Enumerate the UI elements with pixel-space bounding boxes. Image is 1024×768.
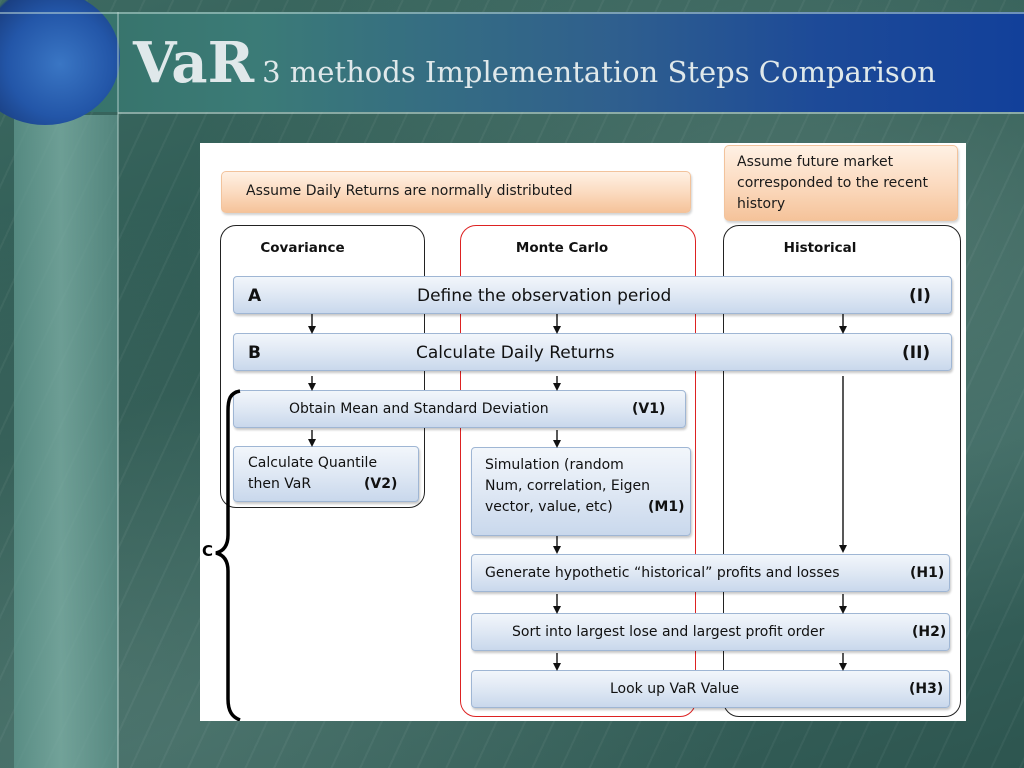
step-v2-line2: then VaR	[248, 476, 312, 492]
step-h3-text: Look up VaR Value	[610, 681, 740, 697]
step-h2-text: Sort into largest lose and largest profi…	[512, 624, 825, 640]
step-a-code: (I)	[909, 286, 931, 306]
slide-title-main: VaR	[133, 30, 255, 96]
step-v1-mean-std: Obtain Mean and Standard Deviation (V1)	[233, 390, 686, 428]
left-accent-bar	[14, 115, 118, 768]
step-a-define-observation-period: A Define the observation period (I)	[233, 276, 952, 314]
step-a-letter: A	[248, 286, 262, 306]
step-v1-text: Obtain Mean and Standard Deviation	[289, 401, 549, 417]
step-h2-code: (H2)	[912, 624, 947, 640]
note-historical-assumption: Assume future market corresponded to the…	[724, 145, 958, 221]
diagram-panel: Assume Daily Returns are normally distri…	[200, 143, 966, 721]
column-label-monte-carlo: Monte Carlo	[515, 240, 609, 256]
step-h3-code: (H3)	[909, 681, 944, 697]
title-band	[0, 12, 1024, 112]
column-monte-carlo	[460, 225, 696, 717]
step-h1-generate-pnl: Generate hypothetic “historical” profits…	[471, 554, 950, 592]
step-m1-code: (M1)	[648, 499, 685, 515]
step-h2-sort: Sort into largest lose and largest profi…	[471, 613, 950, 651]
note-normal-distribution: Assume Daily Returns are normally distri…	[221, 171, 691, 213]
step-v1-code: (V1)	[632, 401, 666, 417]
brace-label-c: C	[202, 542, 214, 560]
step-b-text: Calculate Daily Returns	[416, 343, 615, 363]
slide-title-subtitle: 3 methods Implementation Steps Compariso…	[262, 55, 936, 89]
step-m1-line1: Simulation (random	[485, 457, 624, 473]
brace-c	[215, 389, 241, 721]
step-v2-line1: Calculate Quantile	[248, 455, 378, 471]
column-label-historical: Historical	[783, 240, 857, 256]
flow-arrows	[215, 314, 847, 721]
step-v2-quantile: Calculate Quantile then VaR (V2)	[233, 446, 419, 502]
title-bottom-rule	[118, 112, 1024, 114]
note-historical-assumption-text: Assume future market corresponded to the…	[737, 154, 928, 212]
title-top-rule	[0, 12, 1024, 14]
step-b-code: (II)	[902, 343, 931, 363]
step-m1-line3: vector, value, etc)	[485, 499, 613, 515]
column-label-covariance: Covariance	[260, 240, 345, 256]
step-h1-code: (H1)	[910, 565, 945, 581]
step-m1-line2: Num, correlation, Eigen	[485, 478, 651, 494]
vertical-rule	[117, 12, 119, 768]
step-h3-lookup-var: Look up VaR Value (H3)	[471, 670, 950, 708]
step-a-text: Define the observation period	[417, 286, 672, 306]
step-b-calculate-daily-returns: B Calculate Daily Returns (II)	[233, 333, 952, 371]
step-v2-code: (V2)	[364, 476, 398, 492]
step-b-letter: B	[248, 343, 261, 363]
column-historical	[723, 225, 961, 717]
step-h1-text: Generate hypothetic “historical” profits…	[485, 565, 840, 581]
note-normal-distribution-text: Assume Daily Returns are normally distri…	[246, 183, 573, 199]
step-m1-simulation: Simulation (random Num, correlation, Eig…	[471, 447, 691, 536]
